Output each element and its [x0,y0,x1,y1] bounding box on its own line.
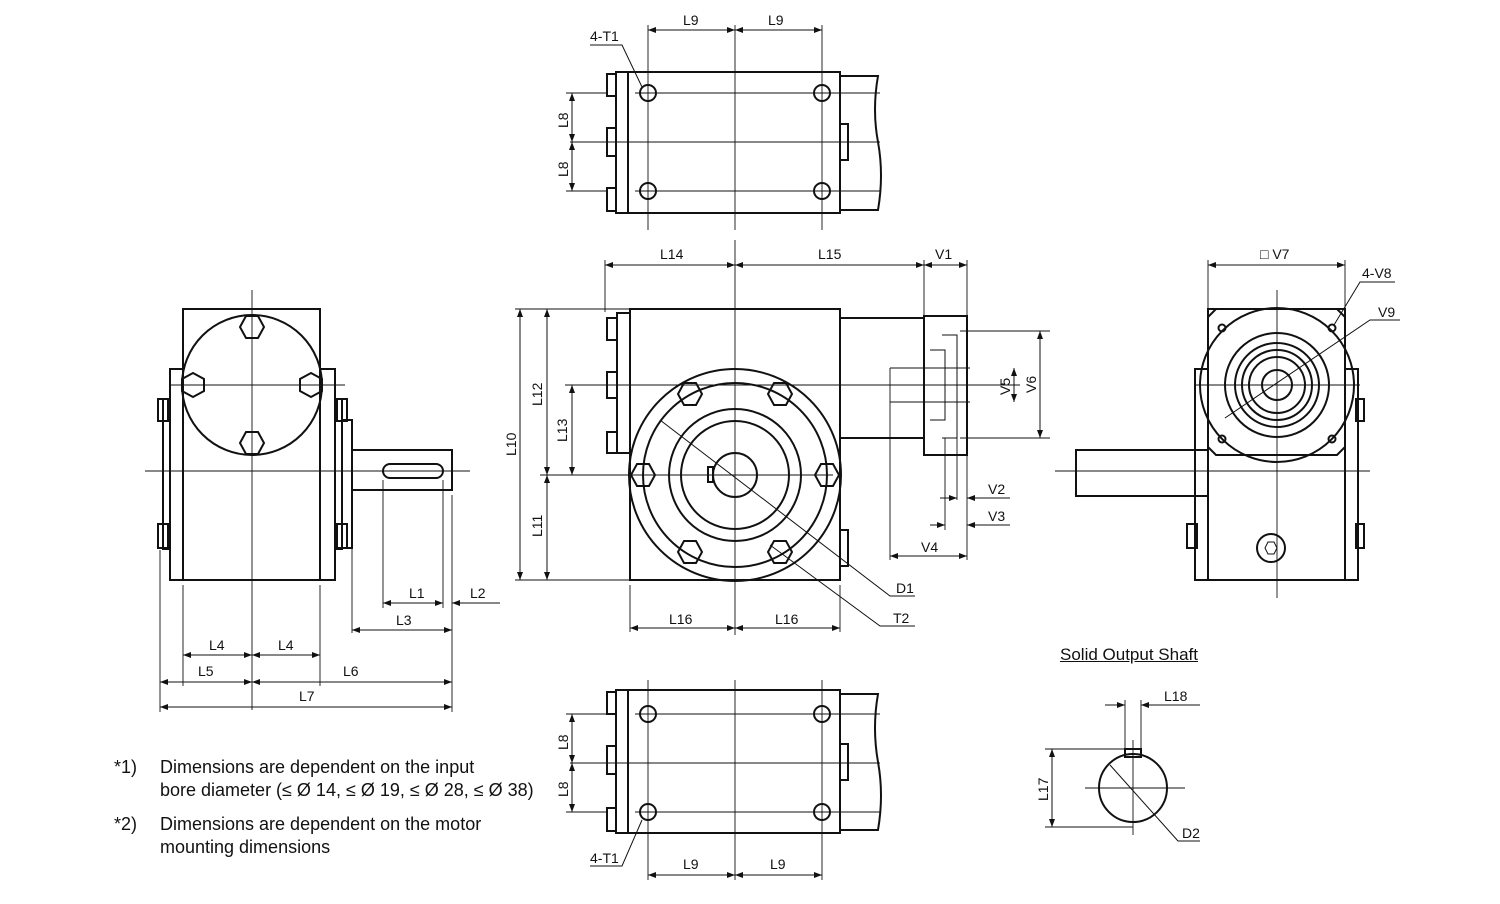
dim-L9: L9 [770,856,786,872]
dim-L6: L6 [343,663,359,679]
dim-L8: L8 [555,734,571,750]
dim-L8: L8 [555,112,571,128]
dim-L8: L8 [555,161,571,177]
dim-V6: V6 [1023,376,1039,393]
dim-L18: L18 [1164,688,1188,704]
label-D1: D1 [896,580,914,596]
dim-V3: V3 [988,508,1005,524]
note-text-1-line2: bore diameter (≤ Ø 14, ≤ Ø 19, ≤ Ø 28, ≤… [160,780,534,800]
dim-L10: L10 [503,432,519,456]
front-view: L14 L15 V1 L10 L12 L13 L11 L16 L16 V5 V6… [503,240,1050,635]
note-text-2: Dimensions are dependent on the motor [160,814,482,834]
solid-shaft-section: L18 L17 D2 [1035,688,1200,842]
dim-L4: L4 [209,637,225,653]
dim-L3: L3 [396,612,412,628]
top-view: L9 L9 L8 L8 4-T1 [555,12,882,230]
dim-L13: L13 [554,418,570,442]
dim-L11: L11 [529,514,545,537]
side-view-left: L1 L2 L3 L4 L4 L5 L6 L7 [145,290,500,712]
dim-V2: V2 [988,481,1005,497]
dim-L16: L16 [669,611,693,627]
label-4-V8: 4-V8 [1362,265,1392,281]
dim-L1: L1 [409,585,425,601]
dim-V7: □ V7 [1260,246,1290,262]
label-T2: T2 [893,610,910,626]
bottom-view: L9 L9 L8 L8 4-T1 [555,680,882,880]
dim-V4: V4 [921,539,938,555]
dim-L16: L16 [775,611,799,627]
dim-L2: L2 [470,585,486,601]
label-4-T1: 4-T1 [590,850,619,866]
dim-L14: L14 [660,246,684,262]
dim-L4: L4 [278,637,294,653]
label-4-T1: 4-T1 [590,28,619,44]
dim-L9: L9 [683,856,699,872]
note-text-2-line2: mounting dimensions [160,837,331,857]
dim-L9: L9 [683,12,699,28]
note-mark-1: *1) [114,757,138,777]
dim-L17: L17 [1035,777,1051,801]
dim-V1: V1 [935,246,952,262]
note-text-1: Dimensions are dependent on the input [160,757,475,777]
dim-L9: L9 [768,12,784,28]
solid-output-shaft-title: Solid Output Shaft [1060,645,1198,664]
note-mark-2: *2) [114,814,138,834]
side-view-right: □ V7 4-V8 V9 [1055,246,1400,598]
dim-L15: L15 [818,246,842,262]
dim-L8: L8 [555,781,571,797]
dim-V5: V5 [997,378,1013,395]
label-D2: D2 [1182,825,1200,841]
dim-L7: L7 [299,688,315,704]
label-V9: V9 [1378,304,1395,320]
dim-L5: L5 [198,663,214,679]
dim-L12: L12 [529,382,545,406]
